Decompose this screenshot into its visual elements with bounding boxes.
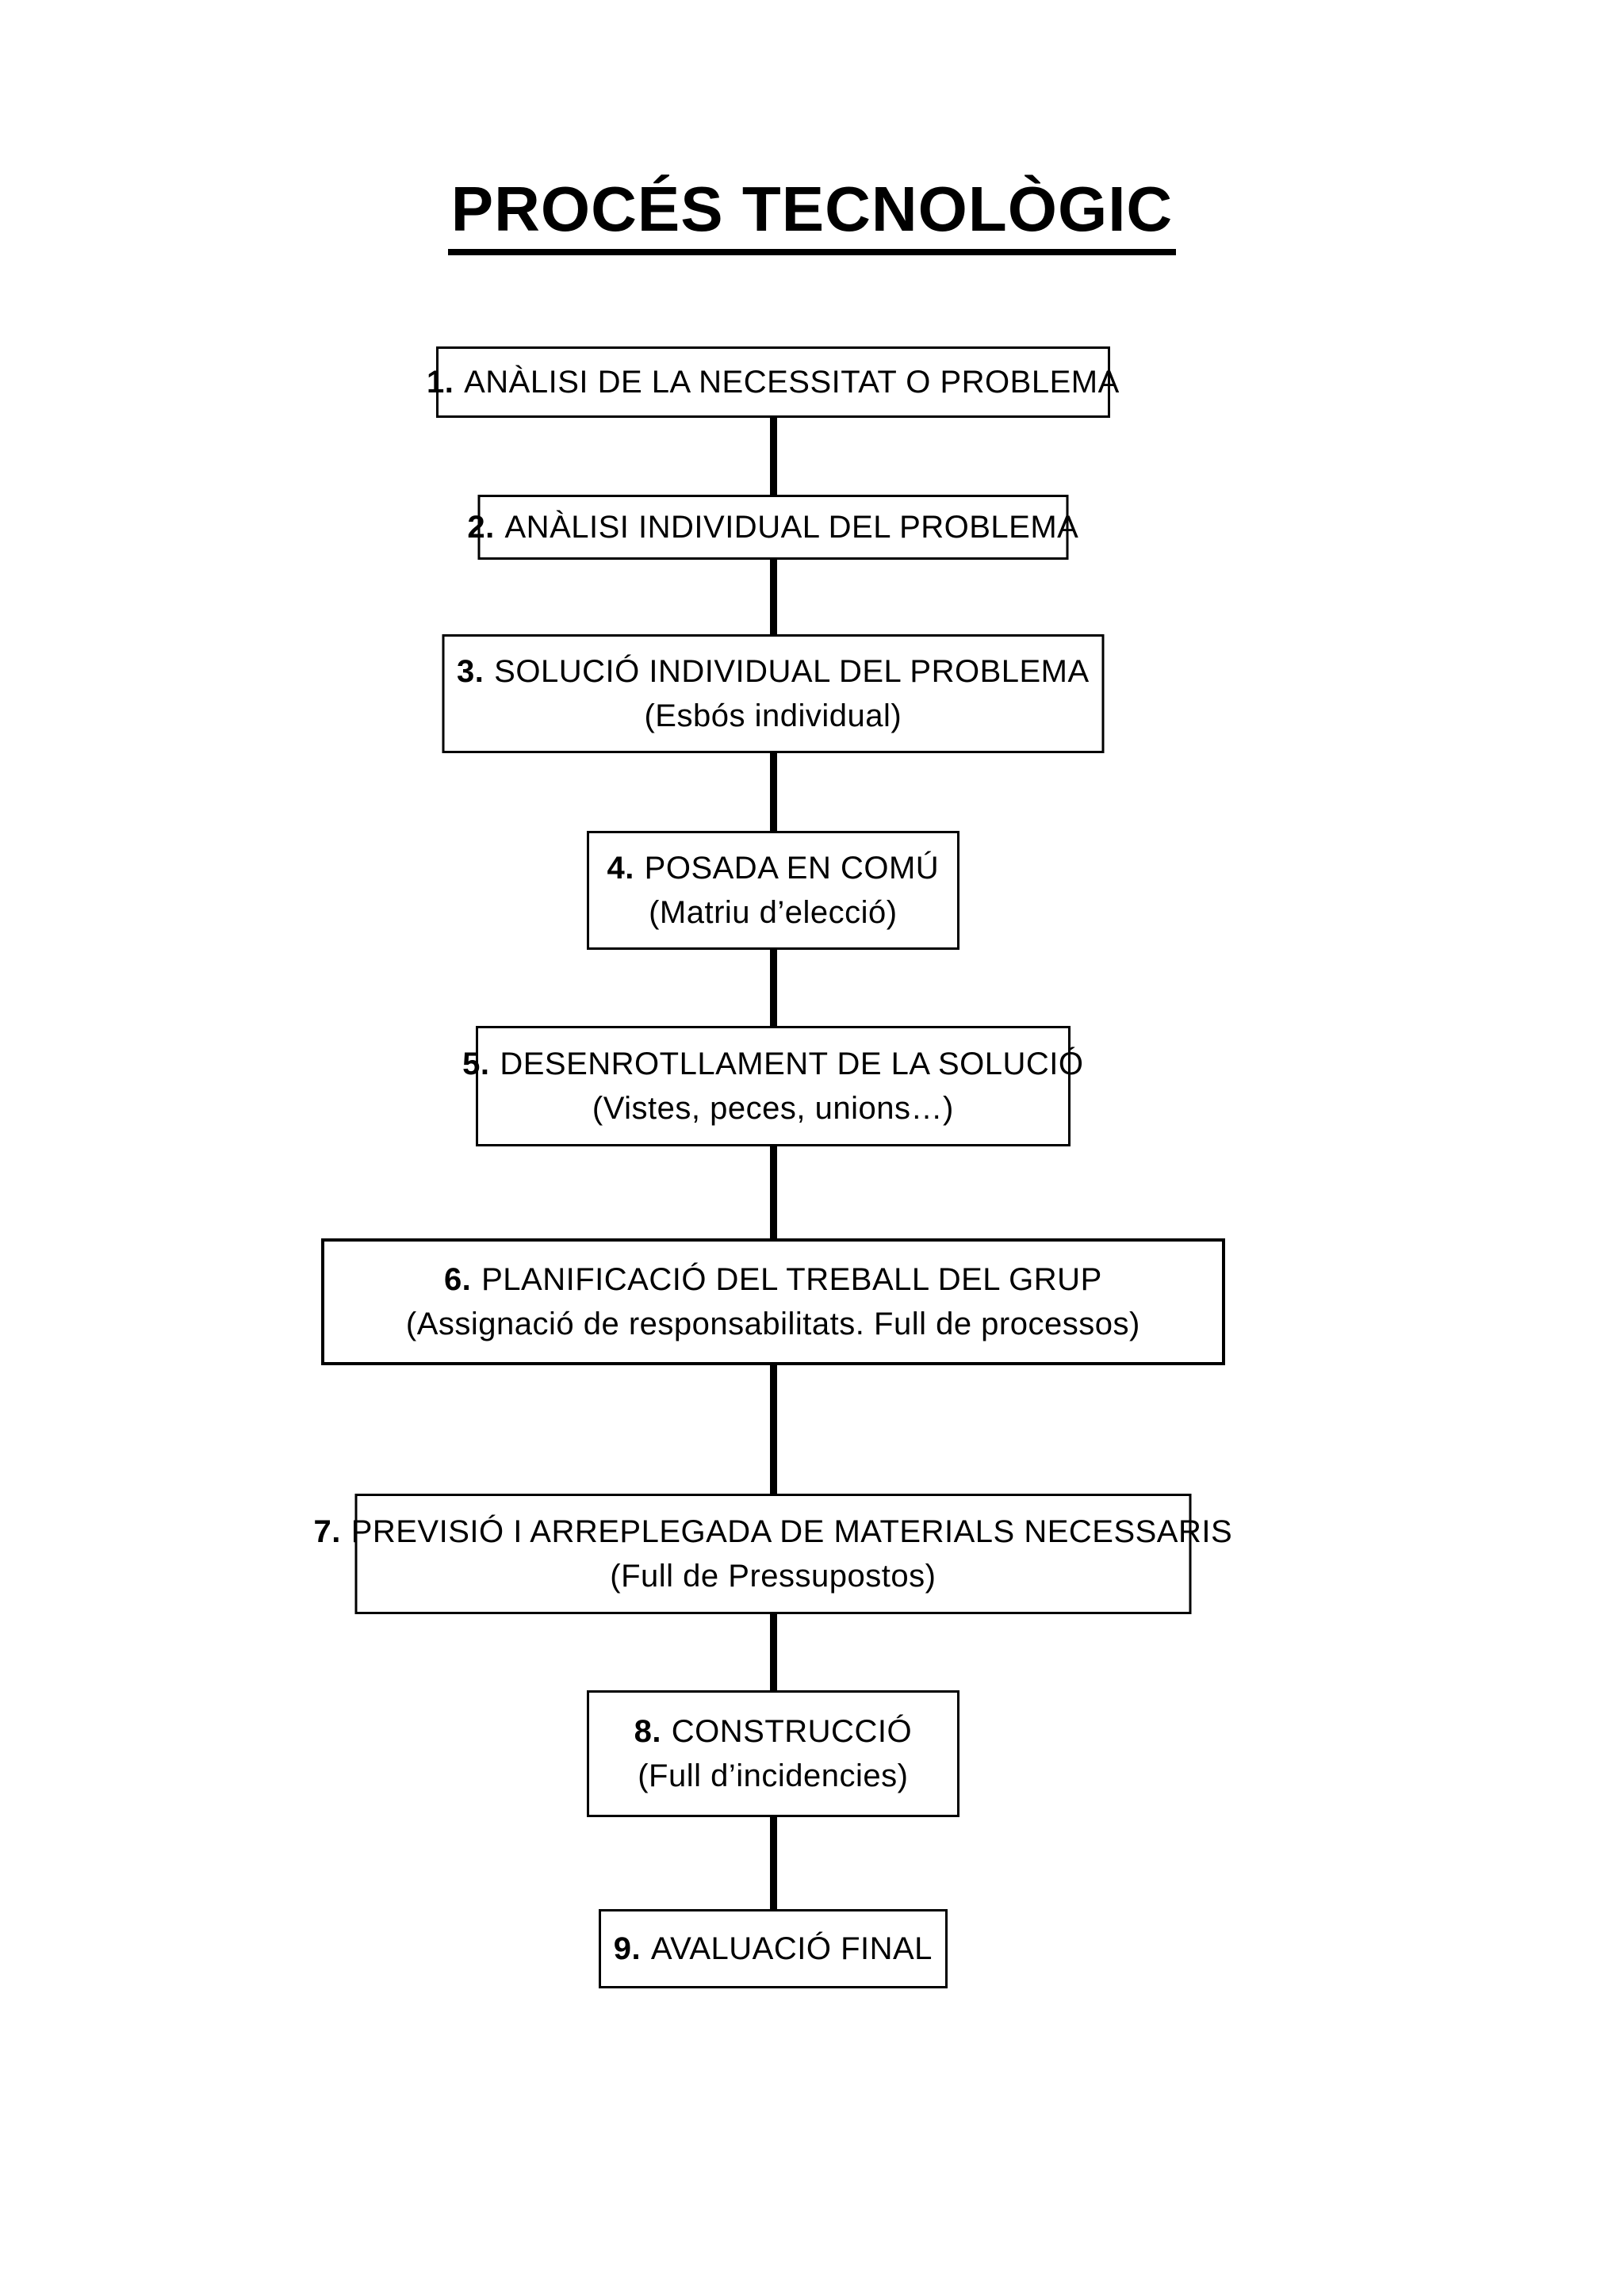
flow-step-2-number: 2. bbox=[467, 510, 495, 545]
flow-step-9-label: 9.AVALUACIÓ FINAL bbox=[614, 1928, 933, 1969]
flow-step-6-sublabel: (Assignació de responsabilitats. Full de… bbox=[405, 1307, 1140, 1341]
flow-step-3-sublabel: (Esbós individual) bbox=[644, 698, 902, 733]
flow-step-5-number: 5. bbox=[462, 1047, 490, 1081]
flow-step-2-label: 2. ANÀLISI INDIVIDUAL DEL PROBLEMA bbox=[467, 507, 1078, 548]
flow-step-9: 9.AVALUACIÓ FINAL bbox=[598, 1909, 948, 1988]
flow-step-6-title: PLANIFICACIÓ DEL TREBALL DEL GRUP bbox=[481, 1262, 1102, 1297]
flow-step-3-number: 3. bbox=[457, 654, 485, 689]
flow-step-8-sublabel: (Full d’incidencies) bbox=[638, 1758, 909, 1793]
flow-step-3: 3. SOLUCIÓ INDIVIDUAL DEL PROBLEMA (Esbós … bbox=[442, 634, 1105, 753]
flow-connector-line bbox=[769, 373, 777, 1946]
flow-step-8: 8. CONSTRUCCIÓ (Full d’incidencies) bbox=[586, 1690, 959, 1817]
flow-step-7-sublabel: (Full de Pressupostos) bbox=[610, 1559, 936, 1594]
flow-step-5-title: DESENROTLLAMENT DE LA SOLUCIÓ bbox=[500, 1047, 1084, 1081]
flow-step-4-title: POSADA EN COMÚ bbox=[644, 851, 940, 886]
flow-step-3-label: 3. SOLUCIÓ INDIVIDUAL DEL PROBLEMA bbox=[457, 651, 1090, 692]
flow-step-9-number: 9. bbox=[613, 1931, 642, 1966]
flow-step-8-title: CONSTRUCCIÓ bbox=[671, 1714, 913, 1749]
flow-step-8-label: 8. CONSTRUCCIÓ bbox=[634, 1711, 912, 1752]
flow-step-7-number: 7. bbox=[313, 1514, 341, 1549]
flow-step-4-label: 4. POSADA EN COMÚ bbox=[607, 848, 940, 889]
flow-step-8-number: 8. bbox=[634, 1714, 661, 1749]
flow-step-6: 6. PLANIFICACIÓ DEL TREBALL DEL GRUP (Assi… bbox=[320, 1238, 1225, 1365]
flow-step-4: 4. POSADA EN COMÚ (Matriu d’elecció) bbox=[586, 831, 959, 950]
flow-step-3-title: SOLUCIÓ INDIVIDUAL DEL PROBLEMA bbox=[494, 654, 1090, 689]
flow-step-1: 1. ANÀLISI DE LA NECESSITAT O PROBLEMA bbox=[427, 346, 1119, 418]
flow-step-7-title: PREVISIÓ I ARREPLEGADA DE MATERIALS NECE… bbox=[350, 1514, 1233, 1549]
flow-step-5-label: 5. DESENROTLLAMENT DE LA SOLUCIÓ bbox=[462, 1043, 1083, 1085]
flow-step-2: 2. ANÀLISI INDIVIDUAL DEL PROBLEMA bbox=[467, 495, 1078, 560]
flow-step-4-number: 4. bbox=[607, 851, 634, 886]
flow-step-2-title: ANÀLISI INDIVIDUAL DEL PROBLEMA bbox=[504, 510, 1079, 545]
flow-step-9-title: AVALUACIÓ FINAL bbox=[650, 1931, 933, 1966]
flow-step-7-label: 7. PREVISIÓ I ARREPLEGADA DE MATERIALS NE… bbox=[314, 1511, 1233, 1552]
flow-step-1-title: ANÀLISI DE LA NECESSITAT O PROBLEMA bbox=[464, 365, 1120, 400]
flow-step-5: 5. DESENROTLLAMENT DE LA SOLUCIÓ (Vistes, … bbox=[462, 1026, 1083, 1146]
flow-step-7: 7. PREVISIÓ I ARREPLEGADA DE MATERIALS NE… bbox=[314, 1494, 1232, 1614]
flow-step-1-label: 1. ANÀLISI DE LA NECESSITAT O PROBLEMA bbox=[427, 362, 1120, 403]
flow-step-6-label: 6. PLANIFICACIÓ DEL TREBALL DEL GRUP bbox=[444, 1259, 1102, 1300]
flow-step-6-number: 6. bbox=[443, 1262, 472, 1297]
flow-step-4-sublabel: (Matriu d’elecció) bbox=[649, 895, 898, 930]
page-title-text: PROCÉS TECNOLÒGIC bbox=[447, 176, 1177, 255]
flow-step-1-number: 1. bbox=[426, 365, 454, 400]
flow-step-5-sublabel: (Vistes, peces, unions…) bbox=[592, 1091, 954, 1126]
page-title: PROCÉS TECNOLÒGIC bbox=[0, 176, 1624, 255]
